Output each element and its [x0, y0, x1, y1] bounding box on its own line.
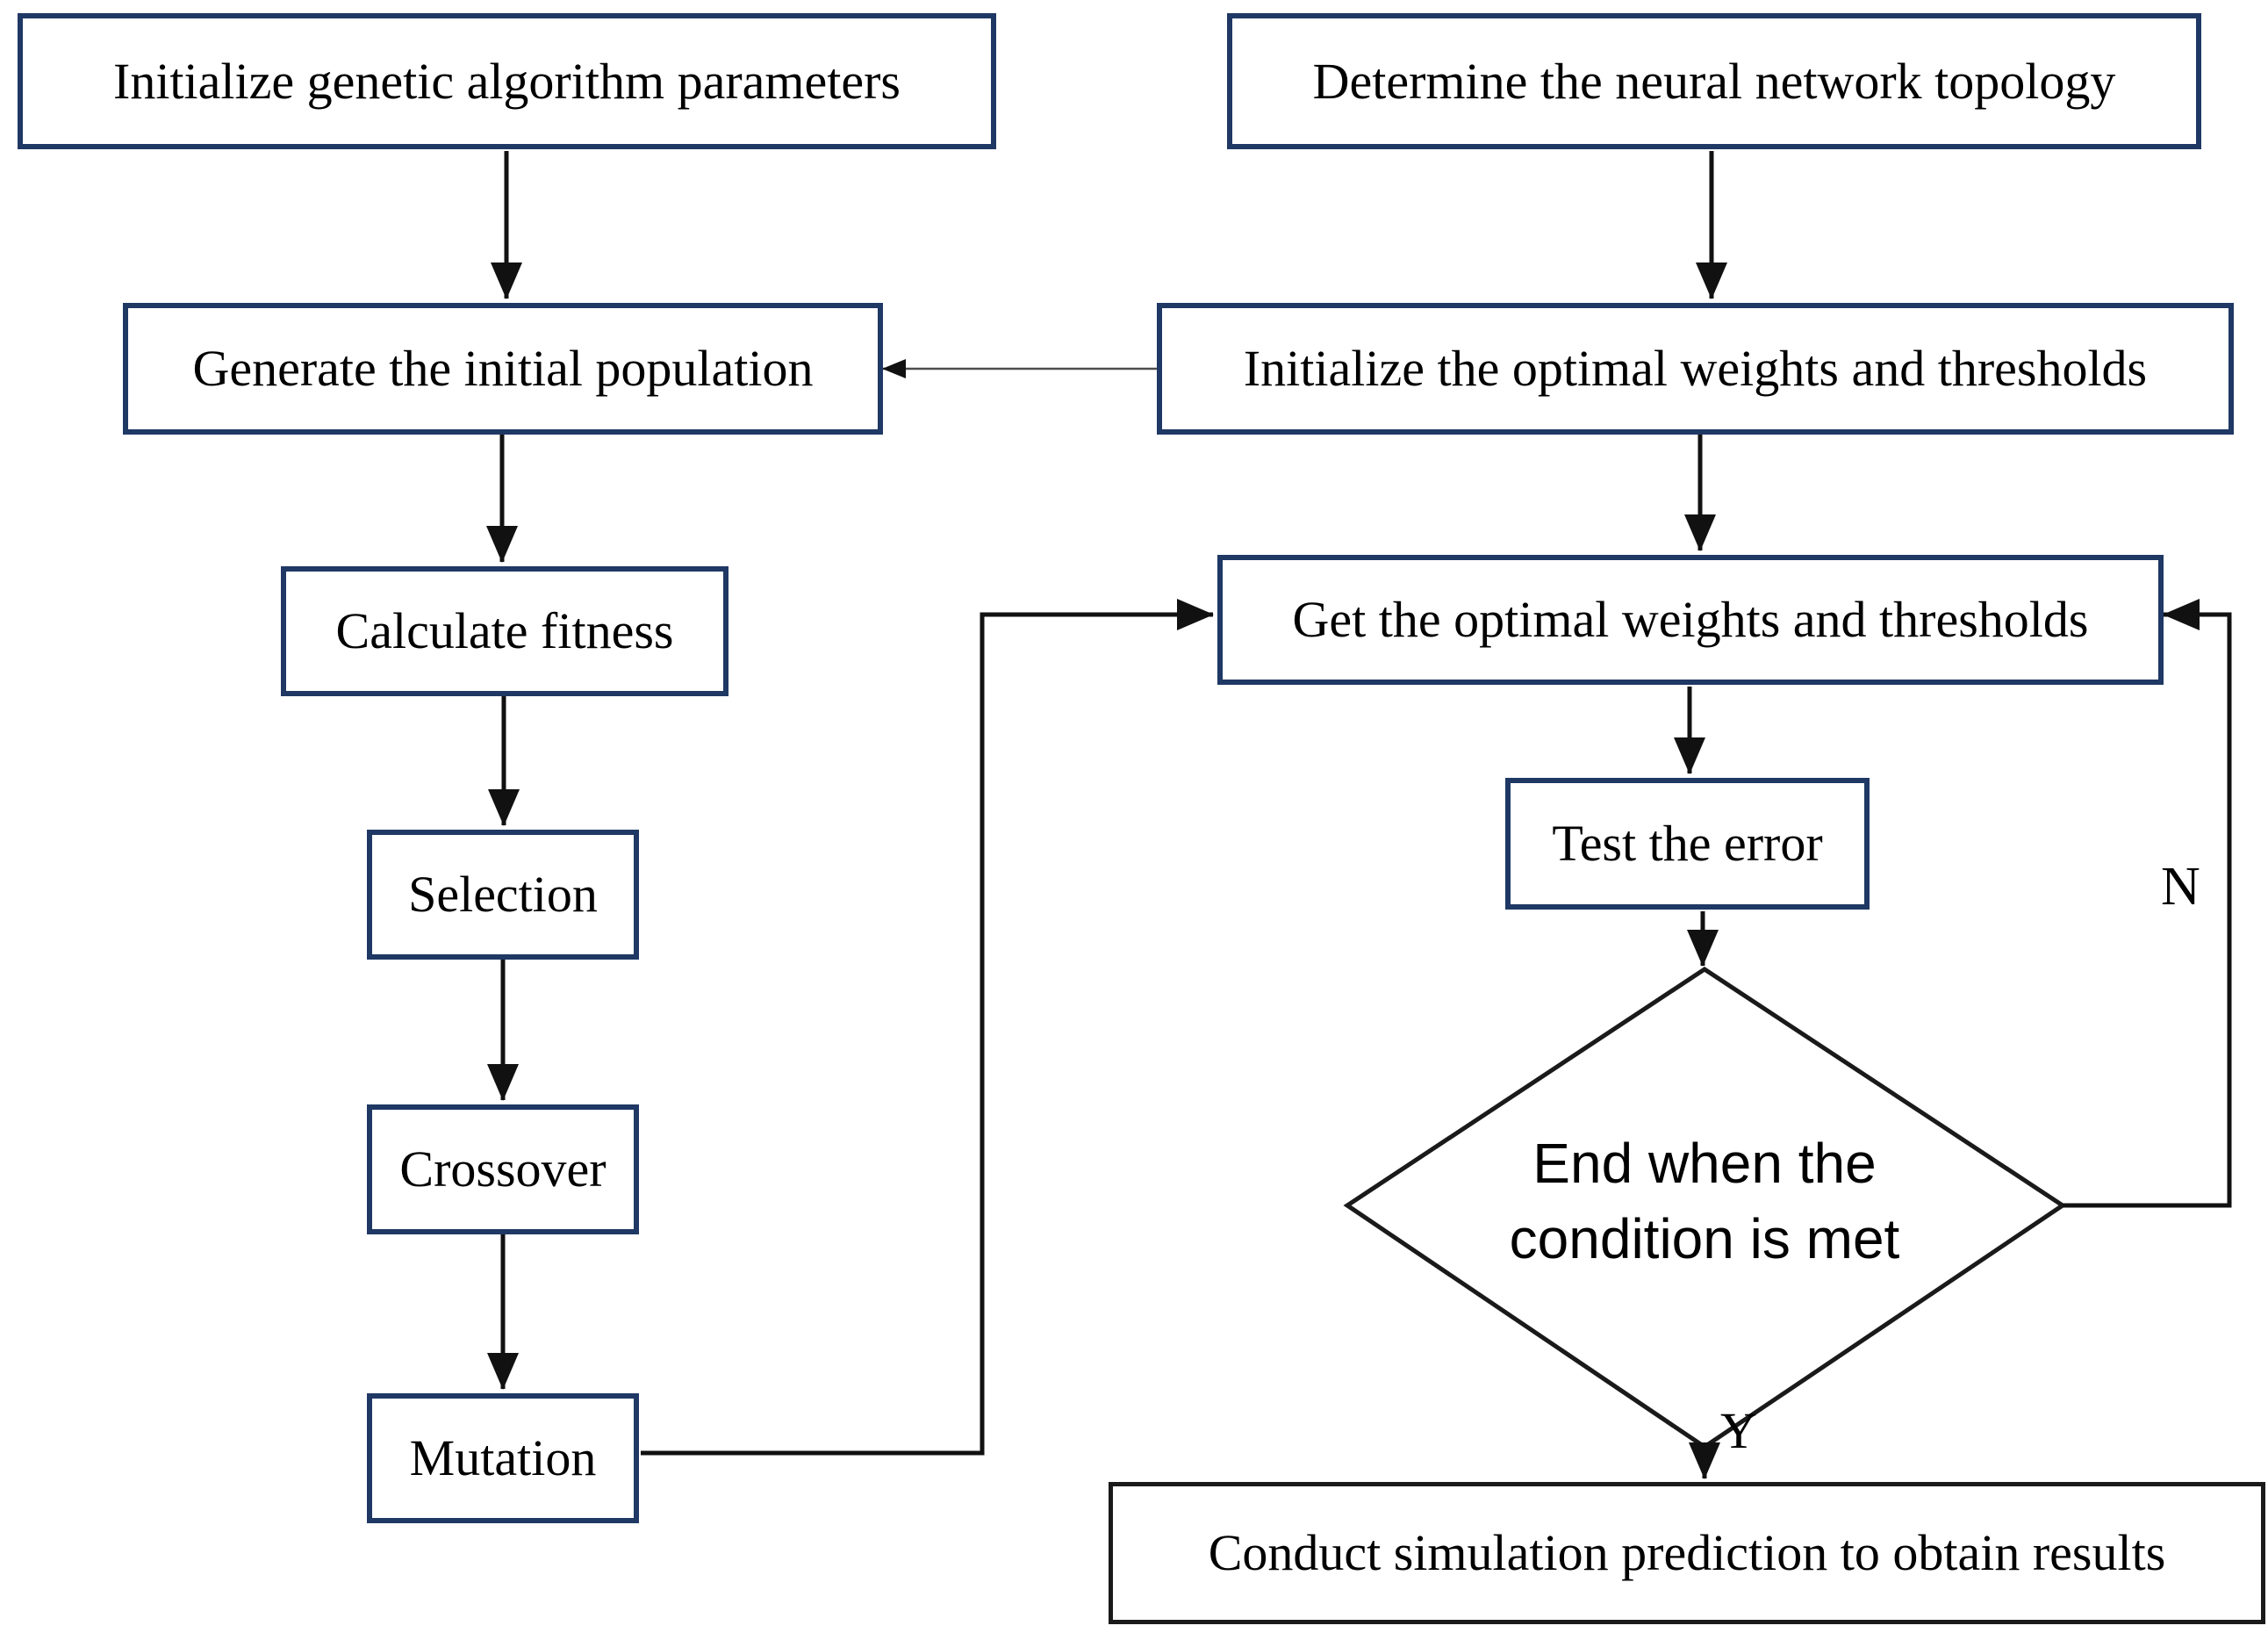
node-label: Crossover: [399, 1140, 606, 1198]
node-calculate-fitness: Calculate fitness: [281, 566, 728, 696]
node-generate-initial-population: Generate the initial population: [123, 303, 883, 435]
edge-label-yes: Y: [1720, 1402, 1757, 1459]
node-decision-end-condition: End when the condition is met: [1459, 1126, 1950, 1277]
node-initialize-optimal-weights: Initialize the optimal weights and thres…: [1157, 303, 2234, 435]
node-label: End when the condition is met: [1509, 1132, 1900, 1271]
node-label: Mutation: [409, 1429, 597, 1487]
node-test-error: Test the error: [1505, 778, 1870, 910]
node-label: Test the error: [1552, 815, 1823, 873]
node-label: Conduct simulation prediction to obtain …: [1208, 1524, 2166, 1582]
node-determine-network-topology: Determine the neural network topology: [1227, 13, 2201, 149]
edge-label-no: N: [2161, 857, 2200, 917]
edge-mutation-to-getweights: [641, 599, 1214, 1456]
node-label: Get the optimal weights and thresholds: [1292, 591, 2089, 649]
node-mutation: Mutation: [367, 1393, 639, 1523]
node-conduct-simulation-prediction: Conduct simulation prediction to obtain …: [1109, 1482, 2265, 1624]
node-label: Determine the neural network topology: [1312, 52, 2116, 110]
node-initialize-ga-parameters: Initialize genetic algorithm parameters: [18, 13, 996, 149]
node-label: Calculate fitness: [335, 602, 674, 660]
node-crossover: Crossover: [367, 1104, 639, 1234]
node-label: Generate the initial population: [192, 340, 814, 398]
node-label: Initialize the optimal weights and thres…: [1243, 340, 2148, 398]
node-get-optimal-weights: Get the optimal weights and thresholds: [1217, 555, 2164, 685]
node-label: Selection: [408, 866, 598, 924]
edge-decision-no-to-getweights: [2063, 599, 2232, 1208]
node-selection: Selection: [367, 830, 639, 960]
node-label: Initialize genetic algorithm parameters: [113, 52, 901, 110]
